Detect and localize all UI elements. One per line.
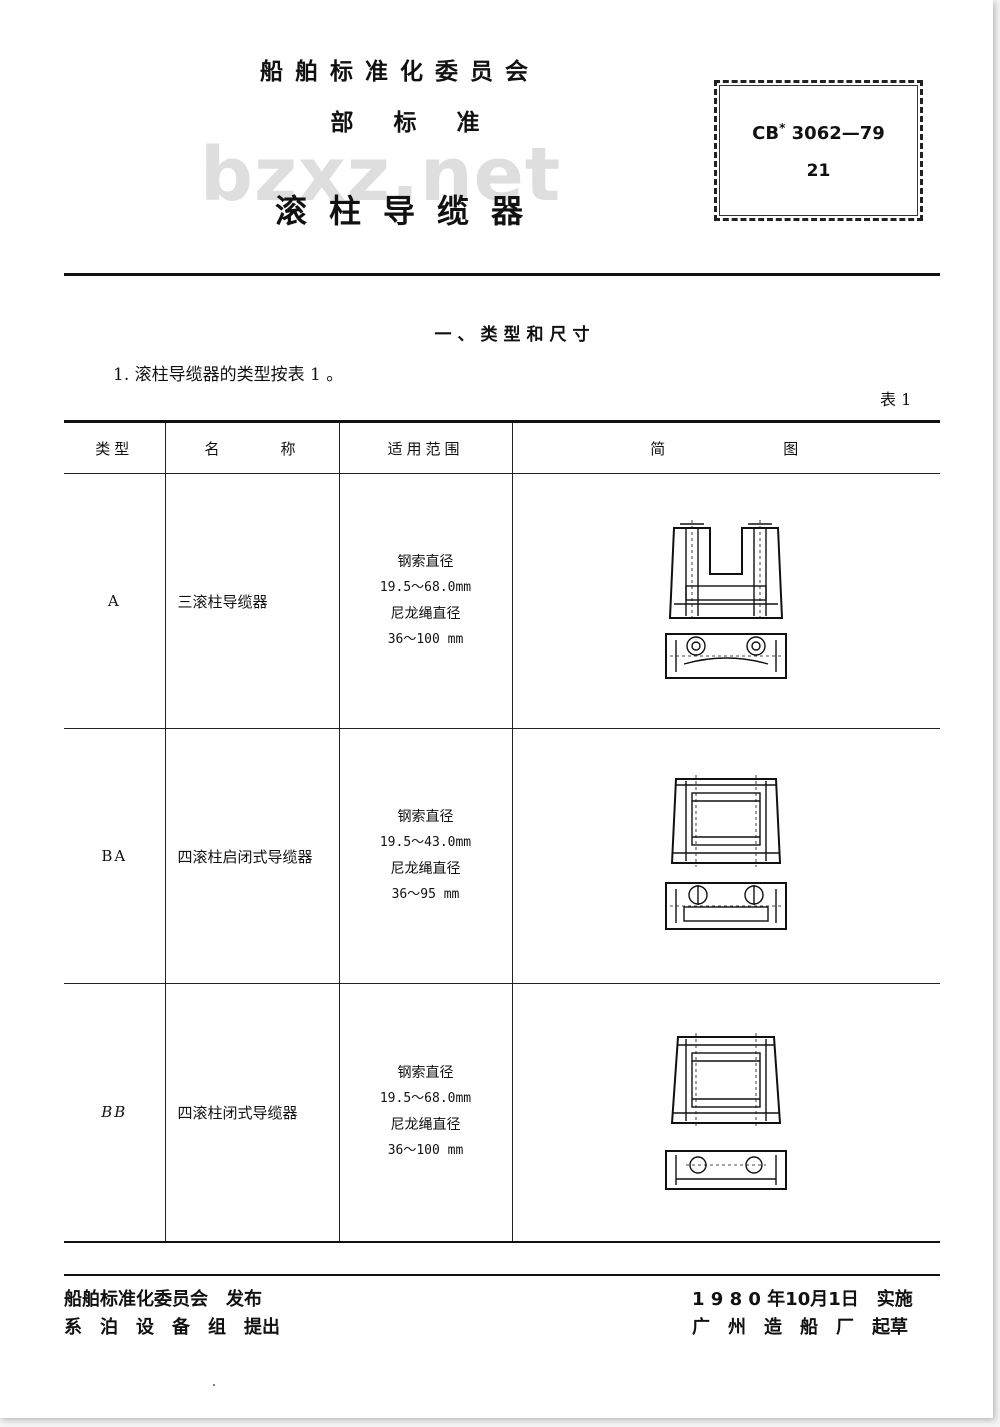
drafter-line: 广 州 造 船 厂 起草 [692, 1317, 908, 1338]
applicable-range: 钢索直径 19.5～43.0mm 尼龙绳直径 36～95 mm [338, 728, 513, 984]
standard-number-box: CB* 3062—79 21 [714, 80, 923, 221]
types-table: 类型 名 称 适用范围 简 图 A 三滚柱导缆器 钢索直径 19.5～68.0m… [64, 420, 940, 1243]
header-type: 类型 [64, 421, 166, 474]
nylon-rope-value: 36～100 mm [387, 1143, 464, 1159]
type-code: BB [64, 983, 166, 1242]
nylon-rope-label: 尼龙绳直径 [390, 606, 461, 622]
applicable-range: 钢索直径 19.5～68.0mm 尼龙绳直径 36～100 mm [338, 983, 513, 1242]
table-row: BB 四滚柱闭式导缆器 钢索直径 19.5～68.0mm 尼龙绳直径 36～10… [64, 983, 940, 1242]
table-label: 表 1 [880, 390, 912, 409]
scan-speck [213, 1384, 215, 1386]
header-name: 名 称 [164, 421, 340, 474]
nylon-rope-label: 尼龙绳直径 [390, 861, 461, 877]
standard-year-code: 3062—79 [785, 123, 885, 144]
nylon-rope-value: 36～95 mm [391, 887, 460, 902]
wire-rope-value: 19.5～43.0mm [379, 835, 472, 850]
wire-rope-value: 19.5～68.0mm [379, 1091, 472, 1107]
dept-standard-label: 部标准 [330, 110, 520, 136]
wire-rope-label: 钢索直径 [397, 809, 454, 825]
section-heading: 一、类型和尺寸 [434, 325, 596, 345]
standard-code: CB* 3062—79 [717, 121, 920, 144]
proposer-line: 系 泊 设 备 组 提出 [64, 1317, 280, 1338]
applicable-range: 钢索直径 19.5～68.0mm 尼龙绳直径 36～100 mm [338, 473, 513, 729]
standard-prefix: CB [752, 123, 780, 144]
committee-name: 船舶标准化委员会 [260, 59, 540, 85]
type-code: A [64, 473, 166, 729]
standard-star: * [779, 121, 786, 135]
figure-cell [511, 473, 940, 729]
table-row: BA 四滚柱启闭式导缆器 钢索直径 19.5～43.0mm 尼龙绳直径 36～9… [64, 728, 940, 984]
effective-date-line: 1 9 8 0 年10月1日 实施 [692, 1289, 913, 1310]
document-title: 滚柱导缆器 [274, 192, 545, 230]
nylon-rope-value: 36～100 mm [387, 632, 464, 647]
intro-paragraph: 1. 滚柱导缆器的类型按表 1 。 [113, 365, 344, 385]
type-name: 三滚柱导缆器 [164, 473, 340, 729]
watermark: bzxz.net [200, 132, 562, 218]
nylon-rope-label: 尼龙绳直径 [390, 1117, 461, 1134]
issuer-line: 船舶标准化委员会 发布 [64, 1289, 262, 1310]
header-divider [64, 273, 940, 276]
header-range: 适用范围 [338, 421, 513, 474]
table-header-row: 类型 名 称 适用范围 简 图 [64, 421, 940, 474]
four-roller-open-close-fairlead-drawing [665, 775, 788, 930]
footer-divider [64, 1274, 940, 1276]
figure-cell [511, 983, 940, 1242]
wire-rope-label: 钢索直径 [397, 554, 454, 570]
figure-cell [511, 728, 940, 984]
wire-rope-value: 19.5～68.0mm [379, 580, 472, 595]
wire-rope-label: 钢索直径 [397, 1065, 454, 1082]
type-code: BA [64, 728, 166, 984]
three-roller-fairlead-drawing [665, 520, 788, 679]
type-name: 四滚柱启闭式导缆器 [164, 728, 340, 984]
header-figure: 简 图 [511, 421, 940, 474]
table-row: A 三滚柱导缆器 钢索直径 19.5～68.0mm 尼龙绳直径 36～100 m… [64, 473, 940, 729]
type-name: 四滚柱闭式导缆器 [164, 983, 340, 1242]
standard-sub-number: 21 [806, 161, 831, 181]
four-roller-closed-fairlead-drawing [665, 1033, 788, 1191]
